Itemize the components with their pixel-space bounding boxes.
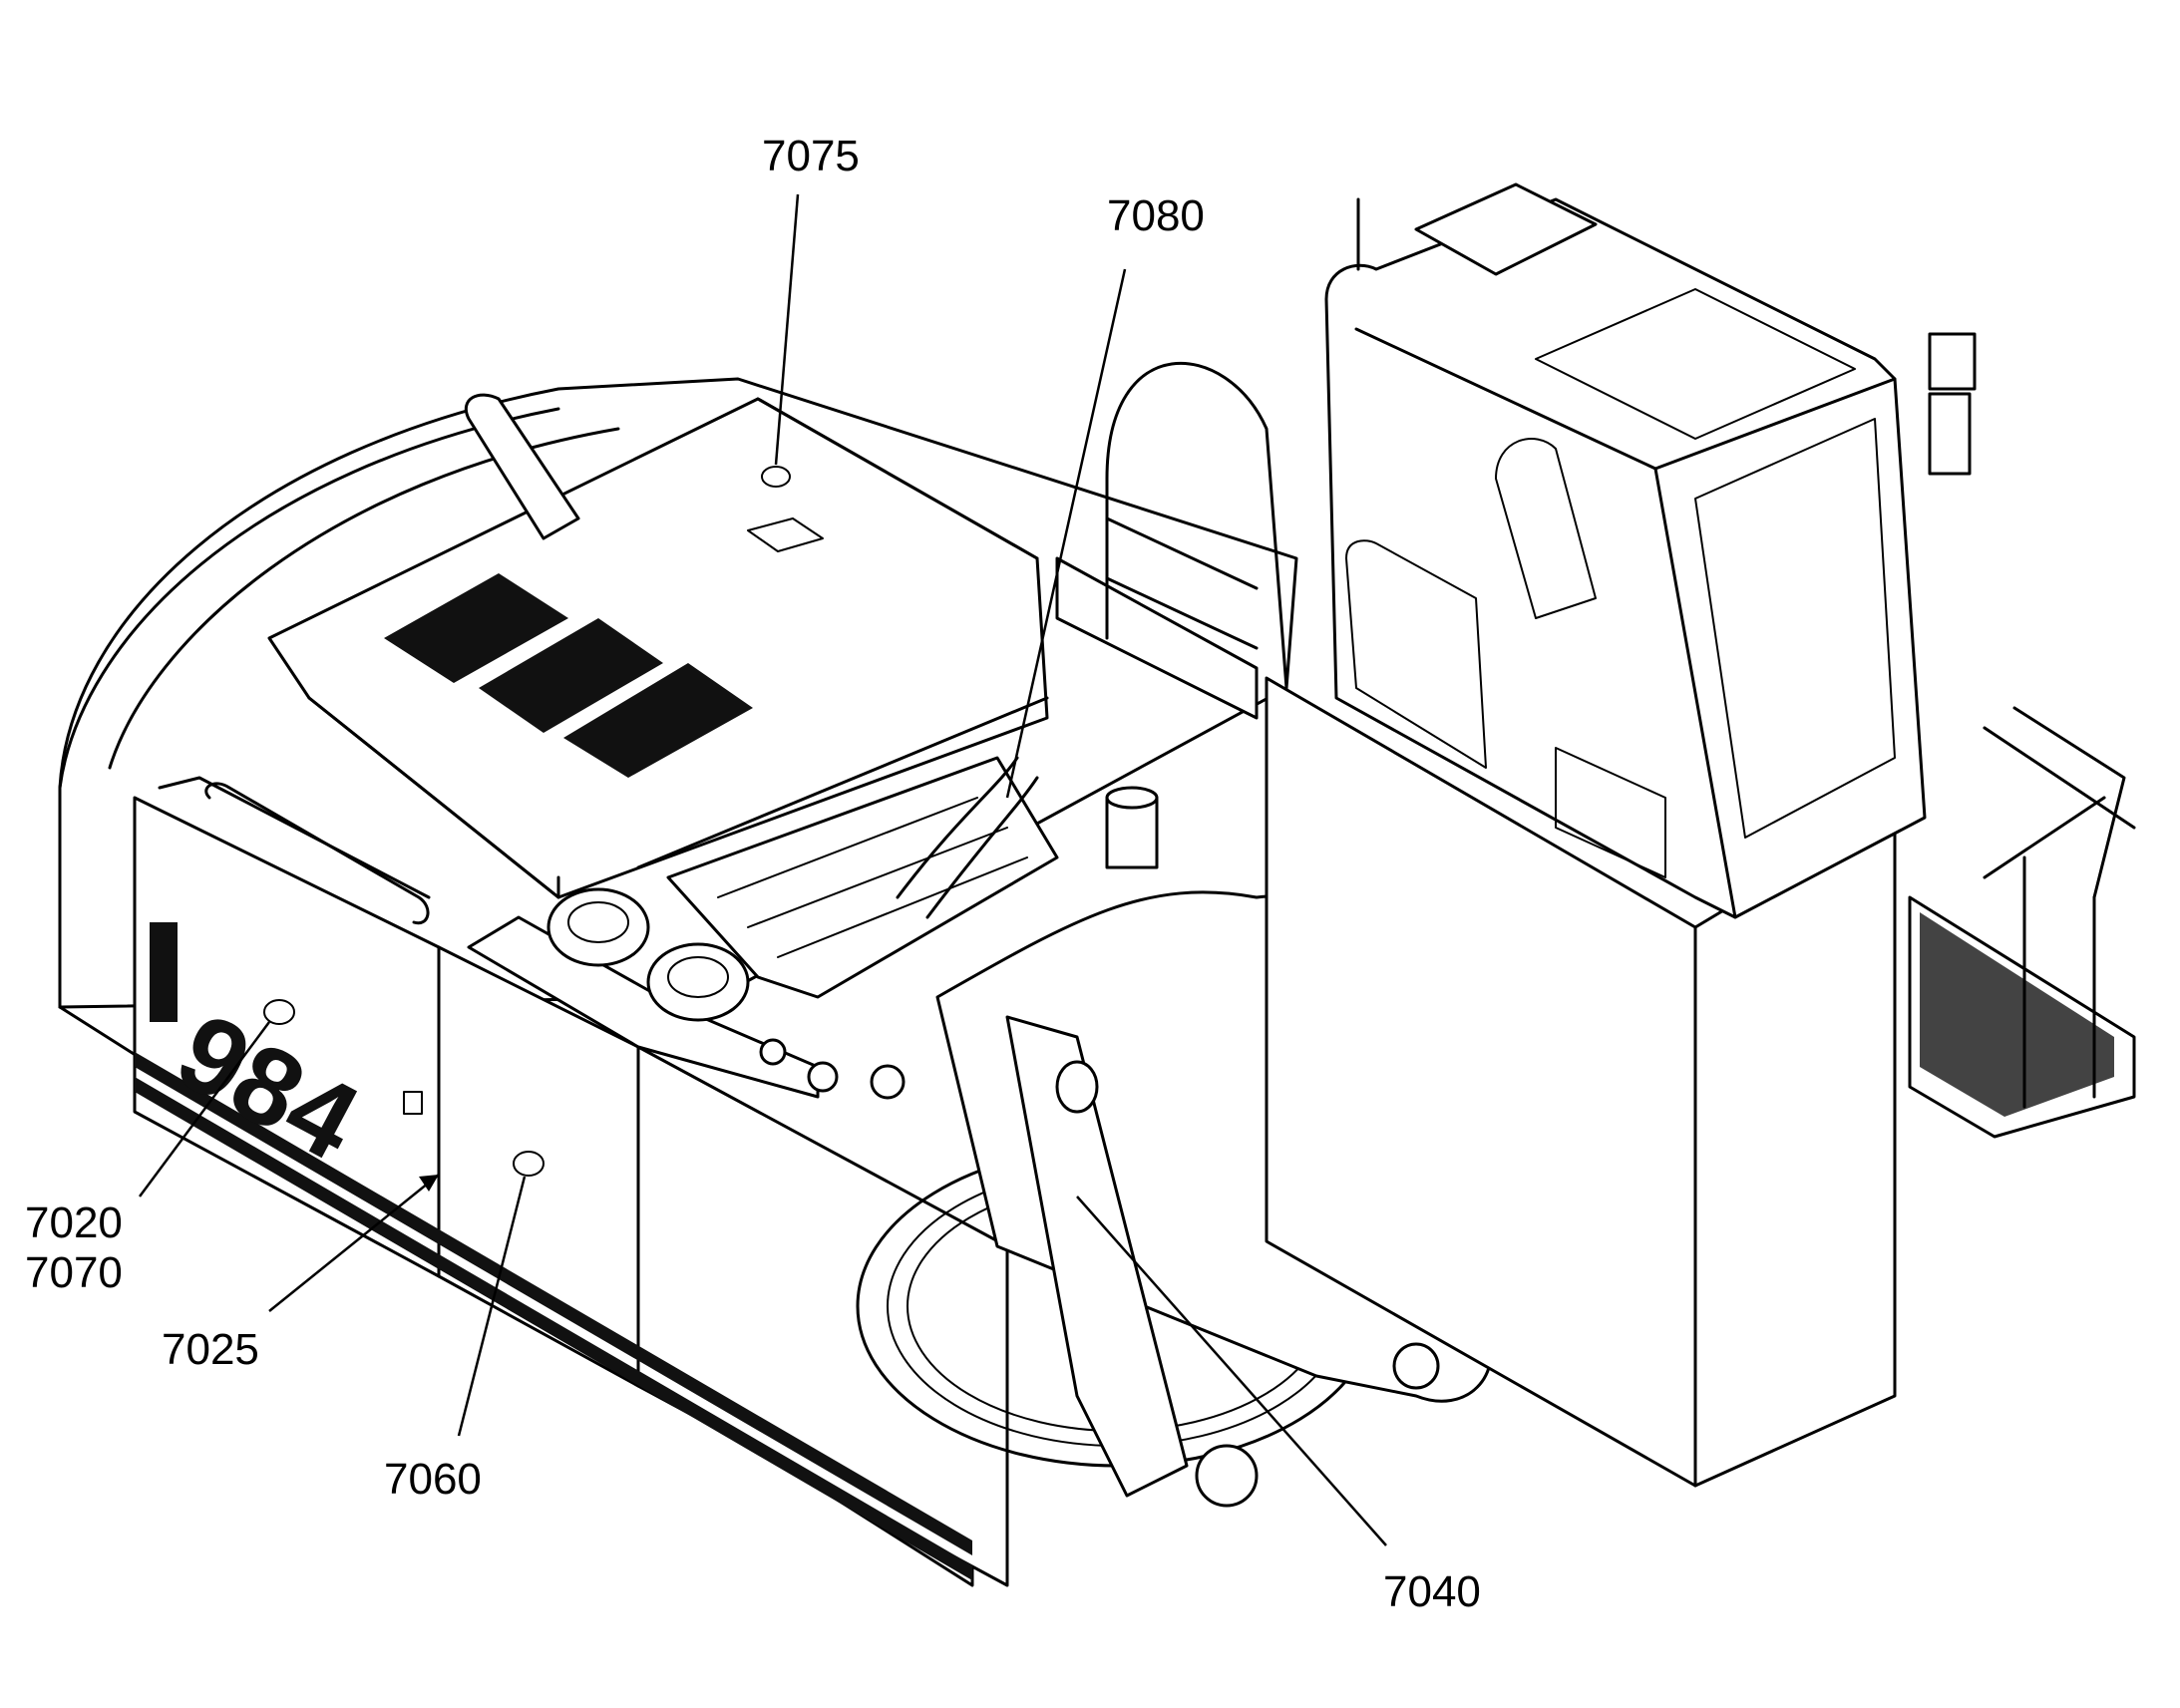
leader-7040	[1076, 1196, 1387, 1546]
filter-cap-1	[546, 887, 650, 967]
leader-7020	[138, 1021, 271, 1197]
grille-3	[563, 663, 753, 778]
leader-7025	[268, 1174, 440, 1312]
callout-7070: 7070	[25, 1248, 123, 1297]
side-mirror	[1928, 392, 1972, 476]
operator-seat	[1495, 438, 1597, 619]
grille-2	[479, 618, 663, 733]
upper-mirror	[1928, 332, 1977, 391]
label-point-7060	[513, 1151, 545, 1177]
callout-7020: 7020	[25, 1198, 123, 1247]
callout-7075: 7075	[762, 132, 860, 180]
operator-cab	[1265, 182, 1977, 1488]
callout-7060: 7060	[384, 1455, 482, 1504]
arrow-7025-icon	[419, 1175, 439, 1192]
hood-grille-group	[384, 573, 753, 778]
label-point-7020	[263, 999, 295, 1025]
filter-cap-2	[646, 942, 750, 1022]
left-side-panels	[133, 776, 1009, 1587]
cab-walkway	[1908, 706, 2136, 1139]
right-platform	[1055, 361, 1288, 720]
cab-roof-window	[1535, 288, 1856, 440]
callout-7080: 7080	[1107, 191, 1205, 240]
control-valve-block	[666, 756, 1059, 999]
roof-vent-icon	[1414, 182, 1598, 276]
leader-7075	[774, 193, 800, 466]
callout-7040: 7040	[1383, 1567, 1481, 1616]
panel-latch-icon	[403, 1091, 423, 1115]
cab-front-window	[1694, 418, 1896, 839]
cab-side-window	[1345, 539, 1487, 769]
hood-service-plate	[747, 517, 824, 552]
exhaust-pipe	[464, 393, 580, 540]
grille-1	[384, 573, 568, 683]
callout-7025: 7025	[162, 1325, 259, 1374]
leader-7080	[1005, 268, 1127, 799]
label-point-7075	[761, 466, 791, 488]
swing-motor	[1105, 786, 1159, 869]
cab-lower-window	[1555, 747, 1666, 878]
callout-leaders	[138, 193, 1387, 1546]
hydraulic-tank	[467, 887, 906, 1100]
engine-hood	[267, 397, 1049, 899]
side-vent-icon	[150, 922, 178, 1022]
leader-7060	[457, 1176, 527, 1437]
